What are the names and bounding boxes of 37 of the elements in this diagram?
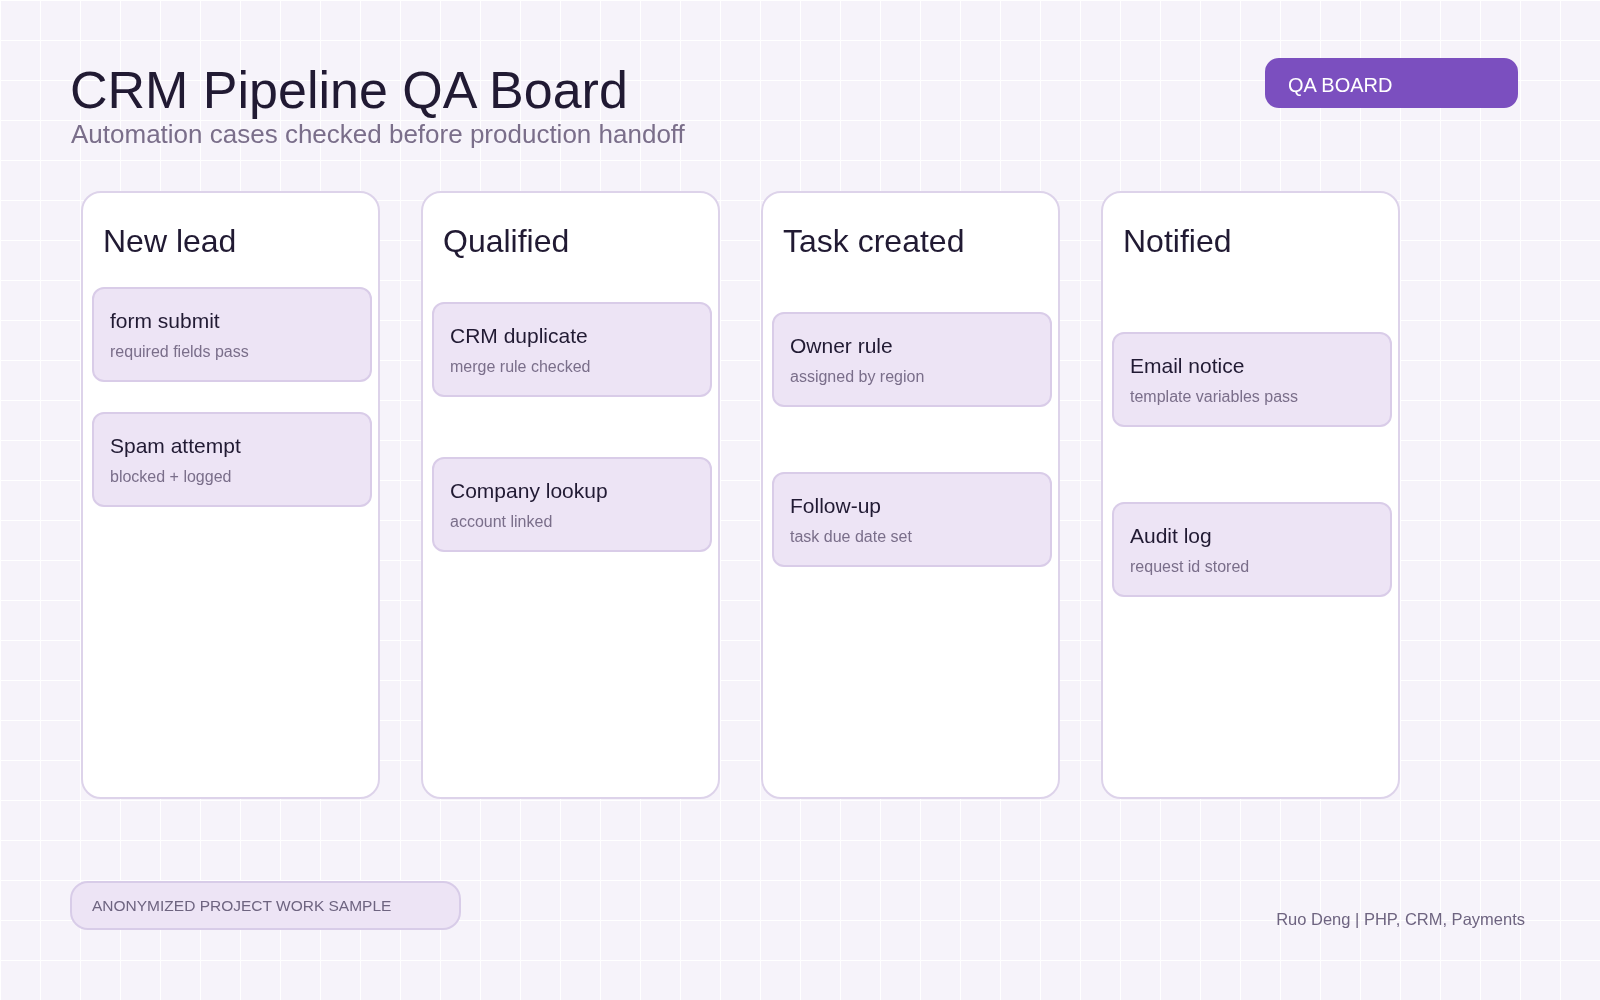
card-title: Audit log bbox=[1130, 523, 1212, 549]
task-card bbox=[772, 312, 1052, 407]
card-title: Company lookup bbox=[450, 478, 608, 504]
card-subtitle: assigned by region bbox=[790, 367, 925, 387]
page-title: CRM Pipeline QA Board bbox=[70, 60, 628, 120]
card-subtitle: account linked bbox=[450, 512, 553, 532]
kanban-column bbox=[1101, 191, 1400, 799]
card-title: Spam attempt bbox=[110, 433, 241, 459]
task-card bbox=[1112, 332, 1392, 427]
page-subtitle: Automation cases checked before production handoff bbox=[71, 119, 685, 150]
card-title: CRM duplicate bbox=[450, 323, 588, 349]
kanban-column bbox=[81, 191, 380, 799]
kanban-column bbox=[761, 191, 1060, 799]
column-heading: New lead bbox=[103, 222, 237, 261]
card-title: Email notice bbox=[1130, 353, 1245, 379]
card-title: form submit bbox=[110, 308, 220, 334]
card-subtitle: blocked + logged bbox=[110, 467, 232, 487]
card-title: Follow-up bbox=[790, 493, 882, 519]
task-card bbox=[432, 302, 712, 397]
task-card bbox=[772, 472, 1052, 567]
kanban-column bbox=[421, 191, 720, 799]
sample-tag: ANONYMIZED PROJECT WORK SAMPLE bbox=[70, 881, 461, 930]
task-card bbox=[92, 287, 372, 382]
column-heading: Qualified bbox=[443, 222, 570, 261]
status-badge: QA BOARD bbox=[1265, 58, 1518, 108]
card-subtitle: task due date set bbox=[790, 527, 912, 547]
footer-credit: Ruo Deng | PHP, CRM, Payments bbox=[1276, 910, 1525, 929]
column-heading: Task created bbox=[783, 222, 965, 261]
card-title: Owner rule bbox=[790, 333, 893, 359]
card-subtitle: merge rule checked bbox=[450, 357, 591, 377]
card-subtitle: required fields pass bbox=[110, 342, 249, 362]
task-card bbox=[432, 457, 712, 552]
card-subtitle: request id stored bbox=[1130, 557, 1250, 577]
card-subtitle: template variables pass bbox=[1130, 387, 1299, 407]
task-card bbox=[92, 412, 372, 507]
column-heading: Notified bbox=[1123, 222, 1232, 261]
task-card bbox=[1112, 502, 1392, 597]
